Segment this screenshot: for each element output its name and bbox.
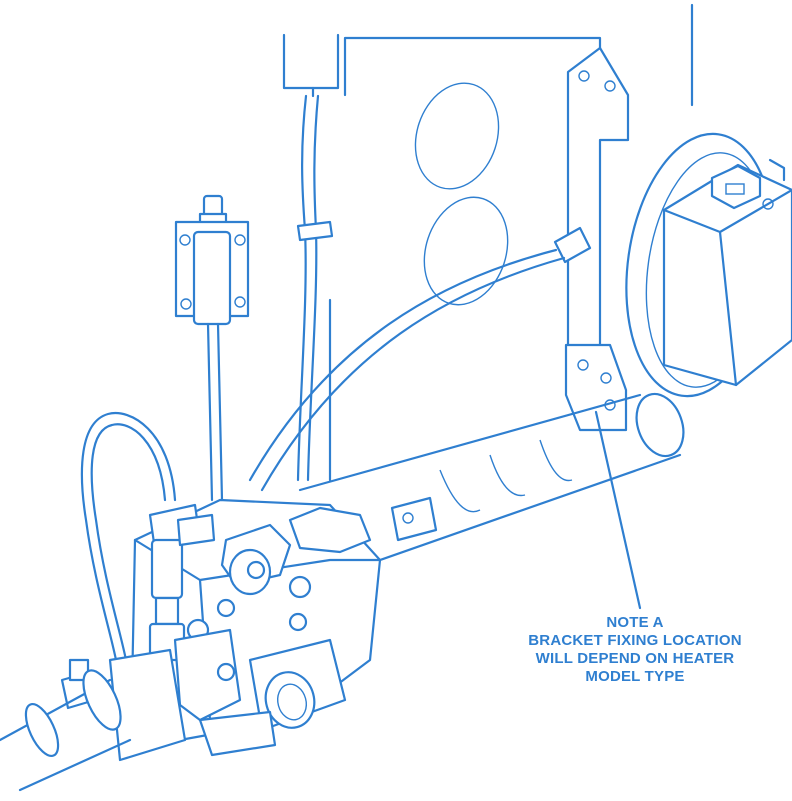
thermostat-capillary-tube (248, 226, 592, 492)
note-line: MODEL TYPE (585, 668, 685, 685)
note-leader-line (594, 410, 642, 610)
thermostat-control-box (625, 132, 792, 398)
ignitor-switch (174, 194, 250, 502)
pilot-tube-loop (80, 411, 177, 662)
burner-pipe (298, 392, 685, 562)
gas-valve-body (130, 498, 382, 757)
top-terminal-box (282, 33, 340, 482)
note-line: WILL DEPEND ON HEATER (535, 650, 735, 667)
note-line: BRACKET FIXING LOCATION (528, 632, 742, 649)
bracket-note: NOTE A BRACKET FIXING LOCATION WILL DEPE… (500, 614, 770, 686)
gas-inlet-pipe (0, 648, 187, 792)
note-line: NOTE A (606, 614, 664, 631)
mounting-bracket (564, 46, 630, 432)
